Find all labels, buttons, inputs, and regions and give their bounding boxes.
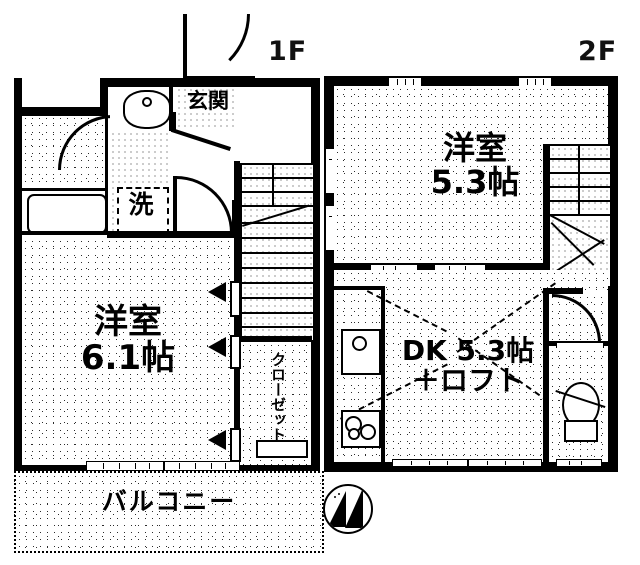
wall-2f-left	[324, 76, 334, 472]
wall-stairs-left	[234, 161, 240, 341]
closet-door-panel-3	[230, 428, 241, 462]
window-2f-toilet	[556, 459, 602, 467]
bathtub-icon	[27, 194, 107, 234]
entrance-step-edge	[170, 128, 231, 151]
hall-door-swing-icon	[176, 176, 233, 233]
closet-door-arrow-3-icon	[208, 430, 226, 450]
toilet-tank-icon	[564, 420, 598, 442]
wall-2f-bottom	[324, 462, 618, 472]
wall-1f-left	[14, 78, 22, 548]
window-2f-dk-right	[468, 459, 542, 467]
western-room-2f-area: 5.3帖	[430, 162, 520, 201]
stairs-1f-icon	[240, 163, 315, 342]
bathroom-wall-bottom	[22, 231, 108, 235]
stove-burner-3-icon	[348, 428, 360, 440]
floor-label-2f: 2F	[578, 36, 618, 67]
laundry-label: 洗	[128, 190, 154, 219]
sink-drain-icon	[352, 336, 367, 351]
wall-kitchen-cabinet-edge	[334, 286, 382, 290]
stairs-2f-icon	[548, 144, 612, 288]
entrance-step-left	[172, 112, 176, 132]
dk-name: DK 5.3帖	[401, 334, 535, 367]
closet-label: クローゼット	[269, 352, 287, 442]
entrance-floor	[176, 87, 236, 127]
vanity-basin-icon	[123, 90, 171, 129]
wall-1f-top	[104, 78, 320, 87]
stove-burner-2-icon	[360, 424, 376, 440]
window-2f-dk-left	[392, 459, 468, 467]
closet-shelf	[256, 440, 308, 458]
wall-closet-left	[234, 342, 240, 467]
kitchen-upper-cabinet	[334, 270, 382, 286]
dk-label: DK 5.3帖＋ロフト	[378, 336, 558, 395]
closet-door-arrow-2-icon	[208, 337, 226, 357]
western-room-2f-name: 洋室	[442, 129, 507, 167]
closet-door-arrow-1-icon	[208, 282, 226, 302]
western-room-1f-name: 洋室	[94, 302, 162, 342]
wall-dk-right-top	[543, 288, 583, 294]
hall-door-leaf	[173, 176, 177, 232]
western-room-1f-area: 6.1帖	[80, 338, 176, 379]
bathroom-wall-right	[105, 113, 108, 233]
wall-1f-right	[311, 78, 320, 473]
wall-1f-notch-vertical	[100, 78, 108, 115]
entrance-label: 玄関	[187, 89, 229, 113]
dk-loft-note: ＋ロフト	[411, 363, 524, 397]
floor-label-1f: 1F	[268, 36, 308, 67]
bathroom-divider	[22, 188, 108, 191]
wall-dk-right	[543, 288, 549, 462]
wall-2f-right	[608, 76, 618, 472]
wall-2f-top	[324, 76, 618, 86]
window-1f-bedroom-left	[86, 461, 164, 471]
north-compass-icon	[323, 484, 373, 534]
balcony-label: バルコニー	[101, 487, 237, 516]
wall-stairs-bottom	[234, 336, 312, 342]
entrance-threshold	[183, 76, 255, 79]
wall-hall-bottom	[107, 231, 240, 239]
basin-drain-icon	[142, 97, 152, 107]
closet-door-panel-1	[230, 281, 241, 317]
entrance-door-swing-icon	[183, 14, 250, 81]
wall-1f-notch	[14, 107, 108, 115]
window-1f-bedroom-right	[164, 461, 240, 471]
western-room-1f-floor	[22, 238, 234, 465]
balcony-area	[14, 471, 324, 553]
vanity-wall-right	[169, 87, 173, 131]
bathroom-wall-top	[22, 113, 108, 116]
closet-door-panel-2	[230, 335, 241, 369]
wall-2f-stairs-left	[543, 144, 549, 288]
wall-kitchen-right	[381, 286, 385, 462]
